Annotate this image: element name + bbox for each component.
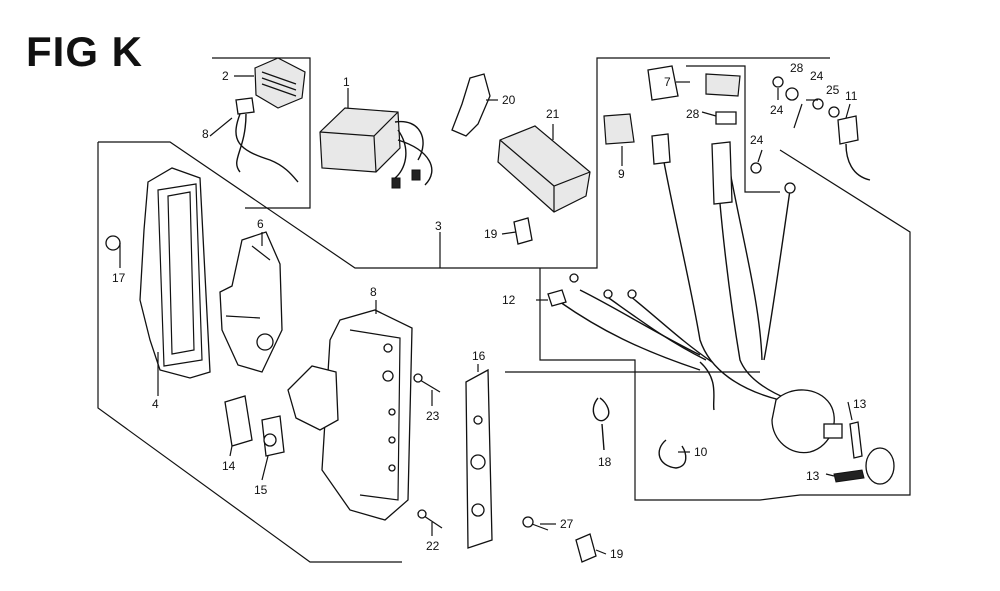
gasket-part xyxy=(465,368,493,549)
group-outlines xyxy=(97,57,911,563)
part-label-20: 20 xyxy=(502,93,516,107)
clip-part xyxy=(451,73,491,137)
part-label-8b: 8 xyxy=(370,285,377,299)
part-label-3: 3 xyxy=(435,219,442,233)
part-label-21: 21 xyxy=(546,107,560,121)
part-label-22: 22 xyxy=(426,539,440,553)
control-box-part xyxy=(319,107,433,189)
part-label-6: 6 xyxy=(257,217,264,231)
bracket-part xyxy=(219,231,283,373)
relay-parts xyxy=(603,65,741,145)
leader-lines xyxy=(119,75,853,555)
part-label-1: 1 xyxy=(343,75,350,89)
part-number-labels: 1 2 3 4 6 7 8 8 9 10 11 12 13 13 14 15 1… xyxy=(112,61,867,561)
part-label-24a: 24 xyxy=(770,103,784,117)
part-label-9: 9 xyxy=(618,167,625,181)
regulator-part xyxy=(235,57,306,183)
part-label-15: 15 xyxy=(254,483,268,497)
part-label-17: 17 xyxy=(112,271,126,285)
switch-parts xyxy=(224,395,285,457)
part-label-10: 10 xyxy=(694,445,708,459)
part-label-7: 7 xyxy=(664,75,671,89)
part-label-23: 23 xyxy=(426,409,440,423)
hose-clip-parts xyxy=(592,397,687,469)
cover-part xyxy=(105,167,211,379)
part-label-11: 11 xyxy=(845,89,858,103)
part-label-2: 2 xyxy=(222,69,229,83)
part-label-13b: 13 xyxy=(806,469,820,483)
clamp-parts xyxy=(513,217,597,563)
part-label-14: 14 xyxy=(222,459,236,473)
part-label-27: 27 xyxy=(560,517,574,531)
part-label-18: 18 xyxy=(598,455,612,469)
part-label-24c: 24 xyxy=(750,133,764,147)
hardware-parts xyxy=(750,76,871,181)
part-label-8a: 8 xyxy=(202,127,209,141)
part-label-28a: 28 xyxy=(790,61,804,75)
wire-harness-part xyxy=(547,133,796,411)
part-label-13a: 13 xyxy=(853,397,867,411)
battery-part xyxy=(497,125,591,213)
part-label-28b: 28 xyxy=(686,107,700,121)
part-label-19b: 19 xyxy=(610,547,624,561)
part-label-25: 25 xyxy=(826,83,840,97)
part-label-12: 12 xyxy=(502,293,516,307)
part-label-4: 4 xyxy=(152,397,159,411)
ignition-switch-part xyxy=(771,389,895,485)
part-label-16: 16 xyxy=(472,349,486,363)
figure-title: FIG K xyxy=(26,28,143,75)
control-panel-part xyxy=(287,309,413,521)
part-label-24b: 24 xyxy=(810,69,824,83)
part-label-19a: 19 xyxy=(484,227,498,241)
fastener-parts xyxy=(413,373,549,531)
